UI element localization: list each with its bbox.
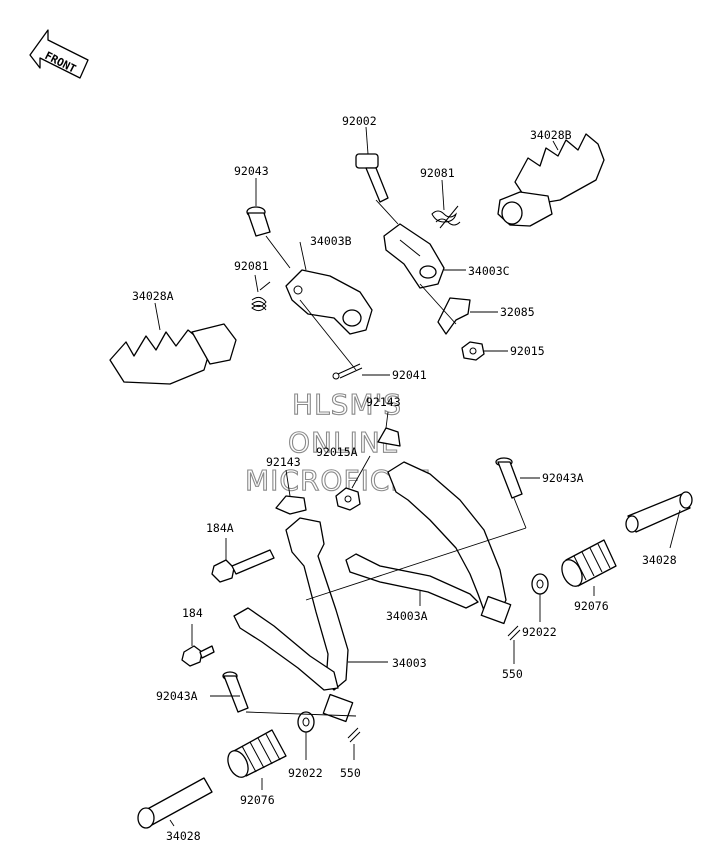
bracket-34003B [285,269,373,335]
label-34003: 34003 [392,656,427,670]
label-92041: 92041 [392,368,427,382]
footpeg-34028B [497,133,605,227]
rubber-92076-left [227,729,287,778]
label-92081-left: 92081 [234,259,269,273]
collar-92143-left [275,495,307,515]
cotter-pin-92041 [332,363,363,380]
label-34003A: 34003A [386,609,428,623]
watermark-line1: HLSM'S [292,388,402,421]
part-labels: 92002 34028B 92043 92081 34003B 92081 34… [132,114,677,843]
label-92076-left: 92076 [240,793,275,807]
label-34028B: 34028B [530,128,572,142]
label-92022-right: 92022 [522,625,557,639]
label-32085: 32085 [500,305,535,319]
label-92043A-left: 92043A [156,689,198,703]
washer-92022-left [297,711,315,733]
cotter-550-left [347,727,361,743]
bolt-184A [211,549,275,583]
label-550-right: 550 [502,667,523,681]
label-34003C: 34003C [468,264,510,278]
bolt-184 [181,645,215,667]
label-92043-top: 92043 [234,164,269,178]
label-34028-bottom: 34028 [166,829,201,843]
bracket-34003A [345,461,512,625]
label-92015: 92015 [510,344,545,358]
nut-92015 [461,341,485,361]
peg-34028-right [625,491,693,533]
label-92002: 92002 [342,114,377,128]
label-184A: 184A [206,521,234,535]
peg-34028-bottom [137,777,213,829]
plate-32085 [437,297,471,335]
nut-92015A [335,487,361,511]
label-34028A: 34028A [132,289,174,303]
cotter-550-right [507,625,521,641]
spring-92081-left [251,281,271,312]
label-92043A-right: 92043A [542,471,584,485]
bracket-34003 [233,517,354,723]
label-92143-mid: 92143 [366,395,401,409]
label-34003B: 34003B [310,234,352,248]
label-92022-left: 92022 [288,766,323,780]
collar-92143-mid [377,427,401,447]
pin-92043-top [246,206,271,237]
label-92143-left: 92143 [266,455,301,469]
label-92076-right: 92076 [574,599,609,613]
label-550-left: 550 [340,766,361,780]
washer-92022-right [531,573,549,595]
label-34028-right: 34028 [642,553,677,567]
pin-92043A-left [222,671,249,713]
bracket-34003C [383,223,445,289]
pin-92043A-right [495,457,523,499]
leader-lines [154,126,681,827]
spring-92081-right [431,205,461,229]
label-92015A: 92015A [316,445,358,459]
front-arrow-icon: FRONT [29,29,89,79]
footpeg-34028A [109,323,237,385]
label-184: 184 [182,606,203,620]
pin-92002 [355,153,389,203]
label-92081-right: 92081 [420,166,455,180]
rubber-92076-right [561,539,617,587]
